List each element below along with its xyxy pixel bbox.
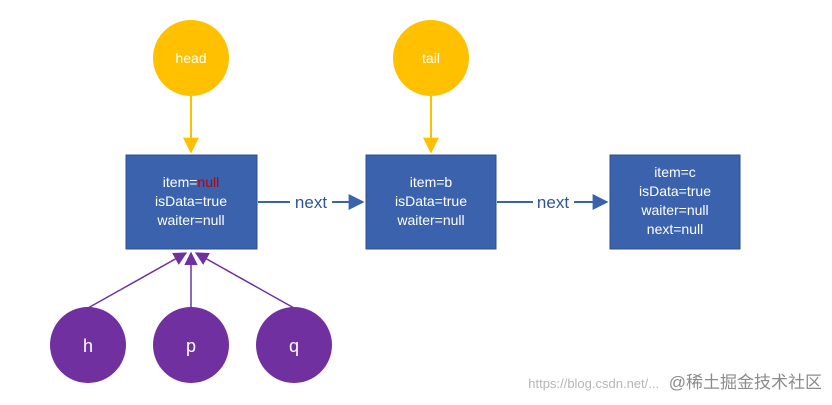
node-1-waiter: waiter=null bbox=[156, 212, 224, 228]
node-2-box bbox=[365, 154, 497, 250]
node-2-item: item=b bbox=[410, 174, 453, 190]
node-3: item=c isData=true waiter=null next=null bbox=[609, 154, 741, 250]
q-circle bbox=[256, 307, 332, 383]
q-label: q bbox=[289, 336, 299, 356]
tail-pointer: tail bbox=[393, 20, 469, 154]
node-3-box bbox=[609, 154, 741, 250]
tail-circle bbox=[393, 20, 469, 96]
p-label: p bbox=[186, 336, 196, 356]
node-2-isdata: isData=true bbox=[395, 193, 467, 209]
node-1-item: item=null bbox=[163, 174, 219, 190]
ref-p: p bbox=[153, 307, 229, 383]
tail-label: tail bbox=[422, 50, 440, 66]
head-label: head bbox=[175, 50, 206, 66]
reference-arrows bbox=[87, 251, 295, 309]
head-pointer: head bbox=[153, 20, 229, 154]
node-1-item-null: null bbox=[197, 174, 219, 190]
node-1-item-key: item= bbox=[163, 174, 198, 190]
edge-1-label: next bbox=[295, 193, 327, 212]
edge-next-1: next bbox=[258, 193, 365, 212]
h-label: h bbox=[83, 336, 93, 356]
watermark-url: https://blog.csdn.net/... bbox=[528, 376, 660, 391]
edge-next-2: next bbox=[497, 193, 609, 212]
node-3-item: item=c bbox=[654, 164, 696, 180]
p-circle bbox=[153, 307, 229, 383]
ref-h: h bbox=[50, 307, 126, 383]
node-3-waiter: waiter=null bbox=[640, 202, 708, 218]
node-2: item=b isData=true waiter=null bbox=[365, 154, 497, 250]
watermark-brand: @稀土掘金技术社区 bbox=[668, 373, 822, 392]
node-2-waiter: waiter=null bbox=[396, 212, 464, 228]
h-arrow bbox=[87, 252, 188, 309]
h-circle bbox=[50, 307, 126, 383]
node-1-isdata: isData=true bbox=[155, 193, 227, 209]
node-1-box bbox=[125, 154, 258, 250]
node-3-isdata: isData=true bbox=[639, 183, 711, 199]
ref-q: q bbox=[256, 307, 332, 383]
head-circle bbox=[153, 20, 229, 96]
watermark: https://blog.csdn.net/... @稀土掘金技术社区 bbox=[528, 368, 822, 393]
node-3-next: next=null bbox=[647, 221, 703, 237]
edge-2-label: next bbox=[537, 193, 569, 212]
q-arrow bbox=[194, 252, 295, 309]
node-1: item=null isData=true waiter=null bbox=[125, 154, 258, 250]
